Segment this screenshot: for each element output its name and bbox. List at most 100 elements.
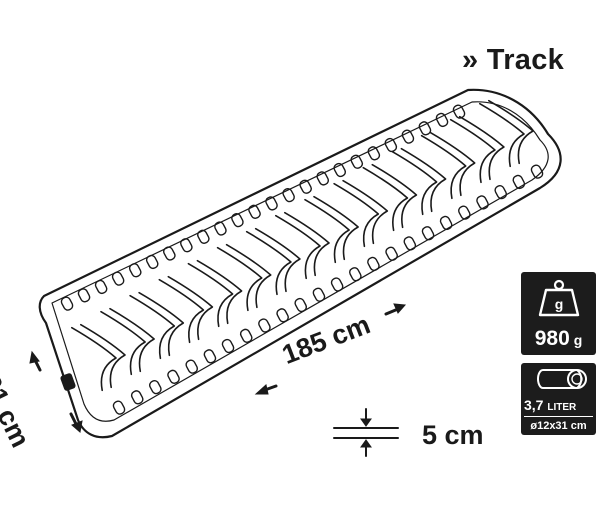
chevron-chamber-inner xyxy=(371,163,418,229)
pack-size-badge: 3,7 LITER ø12x31 cm xyxy=(521,363,596,435)
chevron-chamber xyxy=(333,182,380,248)
edge-chambers xyxy=(60,104,544,415)
edge-chamber xyxy=(111,271,125,286)
edge-chamber xyxy=(180,238,193,253)
chevron-chamber-inner xyxy=(225,243,272,309)
edge-chamber xyxy=(239,328,253,343)
chevron-chamber xyxy=(391,150,438,216)
weight-value: 980 g xyxy=(521,327,596,351)
edge-chamber xyxy=(349,267,362,282)
edge-chamber xyxy=(60,296,74,311)
edge-chamber xyxy=(276,308,289,323)
edge-chamber xyxy=(367,256,380,272)
edge-chamber xyxy=(167,369,180,384)
edge-chamber xyxy=(385,246,398,261)
chevron-chamber xyxy=(100,310,146,376)
chevron-chamber-inner xyxy=(196,259,243,325)
chevron-chamber-inner xyxy=(138,291,185,357)
edge-chamber xyxy=(312,287,326,302)
chevron-chamber xyxy=(362,166,409,232)
volume-unit: LITER xyxy=(547,402,577,413)
product-title: » Track xyxy=(462,44,565,76)
thickness-icon xyxy=(333,408,399,457)
edge-chamber xyxy=(265,196,278,211)
edge-chamber xyxy=(128,263,142,278)
chevron-chamber xyxy=(71,326,117,392)
edge-chamber xyxy=(145,254,159,270)
valve xyxy=(60,373,76,391)
edge-chamber xyxy=(94,279,108,295)
chevron-chamber-inner xyxy=(313,195,359,261)
chevron-chamber-inner xyxy=(400,147,447,213)
edge-chamber xyxy=(258,318,271,333)
edge-chamber xyxy=(149,379,162,395)
chevron-chamber xyxy=(245,230,292,296)
chevron-chamber-inner xyxy=(342,179,389,245)
edge-chamber xyxy=(112,400,126,415)
edge-chamber xyxy=(163,246,176,261)
pack-dimensions: ø12x31 cm xyxy=(530,420,587,432)
edge-chamber xyxy=(403,236,417,251)
edge-chamber xyxy=(330,277,344,292)
weight-badge: g 980 g xyxy=(521,272,596,355)
edge-chamber xyxy=(458,205,471,220)
chamber-pattern xyxy=(71,99,534,392)
edge-chamber xyxy=(452,104,466,119)
pack-volume: 3,7 LITER xyxy=(524,397,576,413)
chevron-chamber-inner xyxy=(488,99,534,165)
chevron-chamber xyxy=(216,246,263,312)
chevron-chamber-inner xyxy=(254,227,301,293)
weight-icon: g xyxy=(538,279,580,317)
chevron-chamber-inner xyxy=(284,211,330,277)
length-arrows xyxy=(254,303,407,395)
weight-unit: g xyxy=(573,332,583,348)
chevron-chamber xyxy=(129,294,176,360)
volume-value: 3,7 xyxy=(524,397,544,413)
weight-number: 980 xyxy=(534,327,570,350)
weight-icon-letter: g xyxy=(555,296,564,312)
edge-chamber xyxy=(185,359,199,374)
edge-chamber xyxy=(294,297,308,313)
chevron-chamber-inner xyxy=(458,115,505,181)
edge-chamber xyxy=(77,288,91,303)
edge-chamber xyxy=(214,221,227,236)
chevron-chamber xyxy=(304,198,350,264)
chevron-chamber xyxy=(158,278,205,344)
edge-chamber xyxy=(282,187,295,203)
edge-chamber xyxy=(367,146,381,161)
chevron-chamber-inner xyxy=(80,323,126,389)
edge-chamber xyxy=(130,390,144,405)
chevron-chamber xyxy=(420,134,467,200)
edge-chamber xyxy=(418,121,432,136)
edge-chamber xyxy=(421,226,435,241)
chevron-chamber xyxy=(187,262,234,328)
chevron-chamber xyxy=(275,214,321,280)
chevron-chamber-inner xyxy=(167,275,214,341)
edge-chamber xyxy=(231,212,244,228)
chevron-chamber-inner xyxy=(109,307,155,373)
thickness-label: 5 cm xyxy=(422,420,484,450)
edge-chamber xyxy=(476,195,489,210)
edge-chamber xyxy=(384,137,398,153)
edge-chamber xyxy=(512,174,526,190)
edge-chamber xyxy=(197,229,210,244)
chevron-chamber-inner xyxy=(429,131,476,197)
pad-outline xyxy=(38,88,562,439)
edge-chamber xyxy=(221,338,235,354)
edge-chamber xyxy=(530,164,544,179)
edge-chamber xyxy=(435,112,449,128)
edge-chamber xyxy=(316,171,330,186)
edge-chamber xyxy=(350,154,364,169)
edge-chamber xyxy=(203,349,217,364)
edge-chamber xyxy=(299,179,312,194)
edge-chamber xyxy=(401,129,415,144)
pack-divider xyxy=(524,416,593,417)
width-arrows xyxy=(29,350,83,433)
rolled-mat-icon xyxy=(537,369,587,389)
chevron-chamber xyxy=(449,118,496,184)
edge-chamber xyxy=(494,184,508,200)
edge-chamber xyxy=(333,162,347,178)
edge-chamber xyxy=(439,215,453,231)
chevron-chamber xyxy=(479,102,525,168)
